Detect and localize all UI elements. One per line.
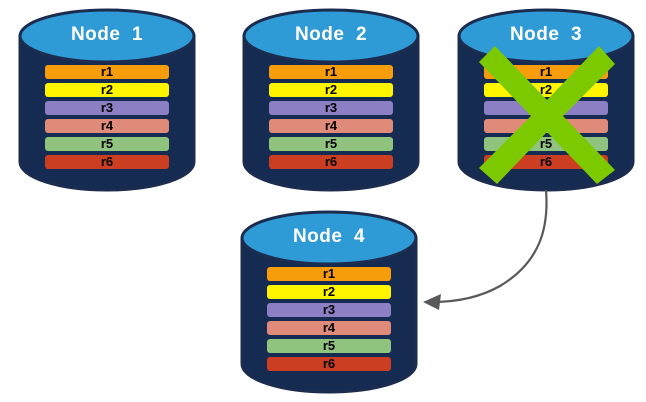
node-2[interactable]: Node 2 r1 r2 r3 r4 r5 r6 bbox=[242, 6, 420, 192]
node-3-row-r3[interactable]: r3 bbox=[484, 101, 608, 115]
node-4[interactable]: Node 4 r1 r2 r3 r4 r5 r6 bbox=[240, 208, 418, 394]
node-4-row-r5[interactable]: r5 bbox=[267, 339, 391, 353]
node-3-rows: r1 r2 r3 r4 r5 r6 bbox=[457, 65, 635, 169]
node-1-row-r4[interactable]: r4 bbox=[45, 119, 169, 133]
node-4-row-r1[interactable]: r1 bbox=[267, 267, 391, 281]
node-2-row-r4[interactable]: r4 bbox=[269, 119, 393, 133]
node-1-row-r3[interactable]: r3 bbox=[45, 101, 169, 115]
node-2-row-r1[interactable]: r1 bbox=[269, 65, 393, 79]
node-4-row-r2[interactable]: r2 bbox=[267, 285, 391, 299]
node-1[interactable]: Node 1 r1 r2 r3 r4 r5 r6 bbox=[18, 6, 196, 192]
node-2-row-r2[interactable]: r2 bbox=[269, 83, 393, 97]
node-4-rows: r1 r2 r3 r4 r5 r6 bbox=[240, 267, 418, 371]
node-4-row-r4[interactable]: r4 bbox=[267, 321, 391, 335]
node-1-row-r6[interactable]: r6 bbox=[45, 155, 169, 169]
node-2-row-r5[interactable]: r5 bbox=[269, 137, 393, 151]
node-3-row-r1[interactable]: r1 bbox=[484, 65, 608, 79]
node-1-row-r2[interactable]: r2 bbox=[45, 83, 169, 97]
node-3-row-r5[interactable]: r5 bbox=[484, 137, 608, 151]
node-4-row-r6[interactable]: r6 bbox=[267, 357, 391, 371]
node-1-rows: r1 r2 r3 r4 r5 r6 bbox=[18, 65, 196, 169]
node-4-row-r3[interactable]: r3 bbox=[267, 303, 391, 317]
node-3-row-r4[interactable]: r4 bbox=[484, 119, 608, 133]
node-1-row-r1[interactable]: r1 bbox=[45, 65, 169, 79]
node-3-row-r2[interactable]: r2 bbox=[484, 83, 608, 97]
node-1-row-r5[interactable]: r5 bbox=[45, 137, 169, 151]
node-2-row-r6[interactable]: r6 bbox=[269, 155, 393, 169]
node-3-row-r6[interactable]: r6 bbox=[484, 155, 608, 169]
node-2-row-r3[interactable]: r3 bbox=[269, 101, 393, 115]
node-2-rows: r1 r2 r3 r4 r5 r6 bbox=[242, 65, 420, 169]
node-3[interactable]: Node 3 r1 r2 r3 r4 r5 r6 bbox=[457, 6, 635, 192]
